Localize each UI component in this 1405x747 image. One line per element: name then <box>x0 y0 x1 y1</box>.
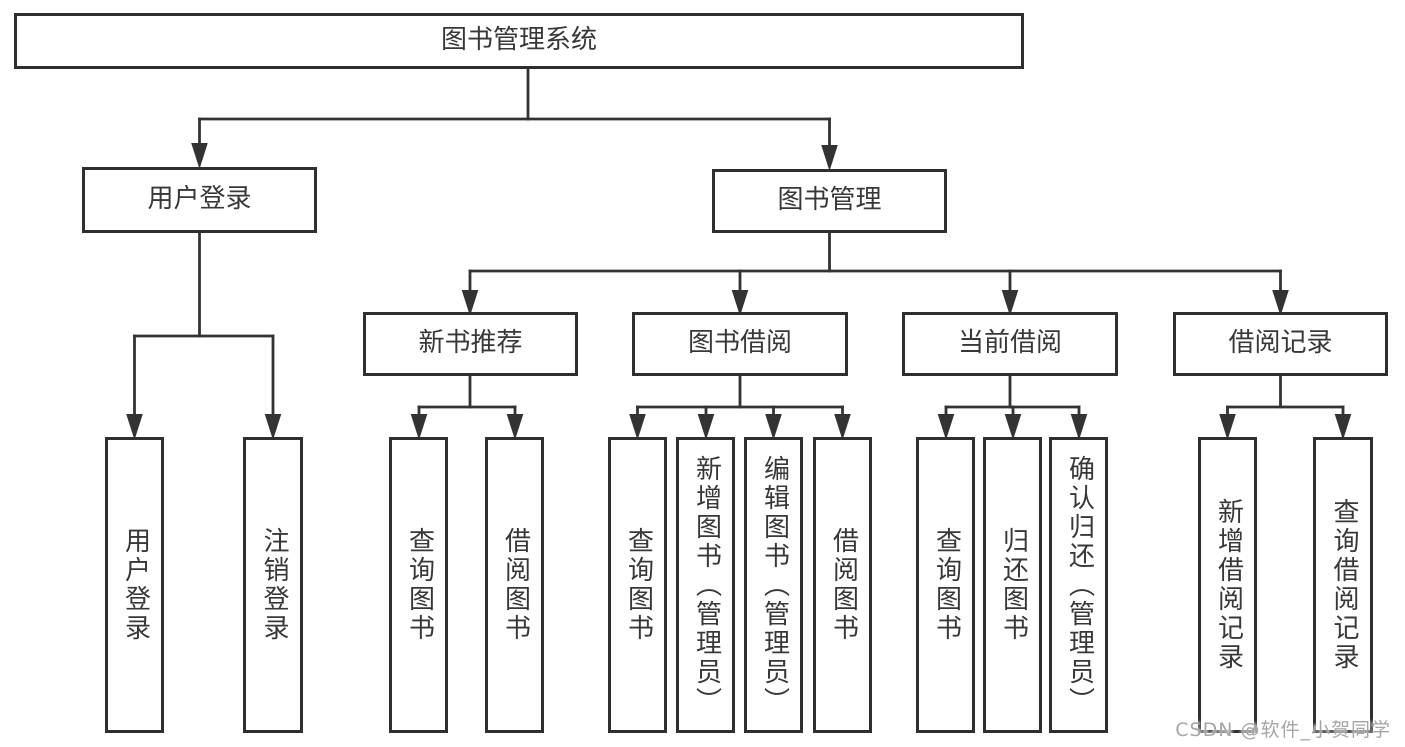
leaf-current-query-books: 查询图书 <box>916 437 975 733</box>
node-label: 用户登录 <box>120 527 151 643</box>
leaf-borrowing-edit-books-admin: 编辑图书（管理员） <box>744 437 803 733</box>
node-borrow-records: 借阅记录 <box>1173 312 1388 376</box>
leaf-current-confirm-return-admin: 确认归还（管理员） <box>1049 437 1108 733</box>
leaf-user-login: 用户登录 <box>105 437 164 733</box>
node-label: 查询借阅记录 <box>1328 498 1359 672</box>
node-label: 当前借阅 <box>957 328 1062 359</box>
node-label: 新增图书（管理员） <box>691 454 722 716</box>
leaf-borrowing-query-books: 查询图书 <box>608 437 667 733</box>
node-book-borrowing: 图书借阅 <box>632 312 848 376</box>
node-user-login: 用户登录 <box>82 167 317 233</box>
node-label: 借阅图书 <box>828 527 859 643</box>
node-label: 借阅记录 <box>1228 328 1333 359</box>
node-current-borrowing: 当前借阅 <box>902 312 1118 376</box>
node-label: 图书管理系统 <box>440 25 597 56</box>
leaf-borrowing-borrow-books: 借阅图书 <box>813 437 872 733</box>
node-book-management: 图书管理 <box>712 169 947 233</box>
node-label: 注销登录 <box>258 527 289 643</box>
node-library-management-system: 图书管理系统 <box>14 13 1024 69</box>
node-label: 确认归还（管理员） <box>1064 454 1095 716</box>
node-label: 图书管理 <box>777 185 882 216</box>
node-label: 归还图书 <box>998 527 1029 643</box>
node-label: 编辑图书（管理员） <box>759 454 790 716</box>
node-label: 查询图书 <box>931 527 962 643</box>
leaf-records-add-borrow-record: 新增借阅记录 <box>1198 437 1257 733</box>
node-label: 图书借阅 <box>687 328 792 359</box>
leaf-records-query-borrow-record: 查询借阅记录 <box>1313 437 1373 733</box>
node-label: 查询图书 <box>404 527 435 643</box>
leaf-borrowing-add-books-admin: 新增图书（管理员） <box>676 437 735 733</box>
node-label: 新书推荐 <box>418 328 523 359</box>
node-label: 用户登录 <box>147 184 252 215</box>
leaf-current-return-books: 归还图书 <box>983 437 1042 733</box>
node-label: 新增借阅记录 <box>1213 498 1244 672</box>
node-label: 借阅图书 <box>500 527 531 643</box>
leaf-newbook-borrow-books: 借阅图书 <box>485 437 544 733</box>
node-label: 查询图书 <box>623 527 654 643</box>
leaf-logout: 注销登录 <box>243 437 303 733</box>
node-new-book-recommend: 新书推荐 <box>363 312 578 376</box>
csdn-watermark: CSDN @软件_小贺同学 <box>1175 719 1391 741</box>
leaf-newbook-query-books: 查询图书 <box>389 437 448 733</box>
